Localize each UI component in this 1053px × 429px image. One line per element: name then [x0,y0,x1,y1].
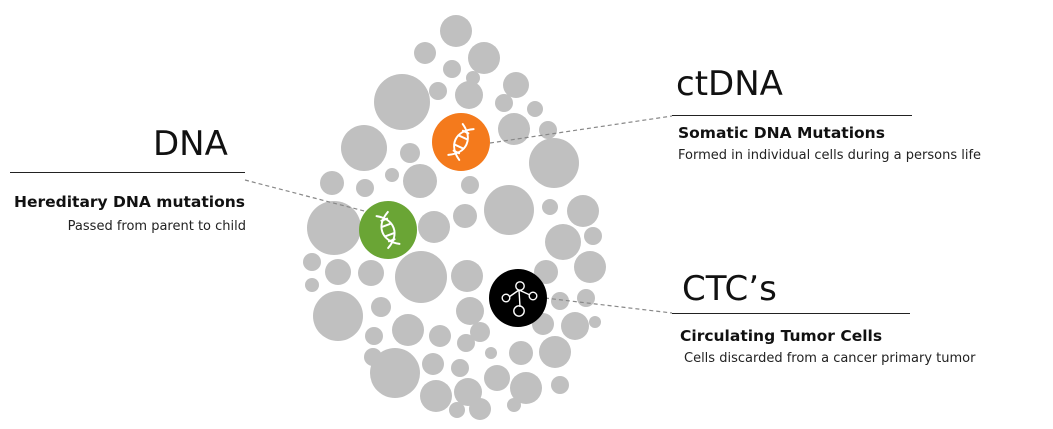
blood-cell [542,199,558,215]
dna-helix-icon [447,123,475,161]
dna-helix-icon [375,210,401,250]
blood-cell [551,292,569,310]
ctdna-title: ctDNA [676,64,783,104]
ctdna-description: Formed in individual cells during a pers… [678,148,982,163]
blood-cell [307,201,361,255]
blood-cell [469,398,491,420]
dna-subtitle: Hereditary DNA mutations [14,193,245,211]
blood-cell [371,297,391,317]
blood-cell [400,143,420,163]
ctdna-marker [432,113,490,171]
dna-title: DNA [153,124,228,164]
ctc-subtitle: Circulating Tumor Cells [680,327,883,345]
blood-cell [453,204,477,228]
blood-cell [365,327,383,345]
dna-marker [359,201,417,259]
blood-cell [392,314,424,346]
cell-cluster-icon [501,281,538,317]
blood-cell [539,121,557,139]
blood-cell [449,402,465,418]
blood-cell [320,171,344,195]
blood-cell [395,251,447,303]
blood-cell [498,113,530,145]
blood-cell [574,251,606,283]
blood-cell [303,253,321,271]
blood-cell [457,334,475,352]
blood-cell [503,72,529,98]
blood-cell [443,60,461,78]
blood-cell [422,353,444,375]
blood-cell [470,322,490,342]
blood-cell [468,42,500,74]
blood-cell [495,94,513,112]
blood-cell [589,316,601,328]
blood-cell [451,260,483,292]
blood-cell [440,15,472,47]
ctc-leader-line [544,297,673,314]
blood-cell [461,176,479,194]
blood-cell [341,125,387,171]
blood-cell [454,378,482,406]
blood-cell [455,81,483,109]
blood-cell [484,185,534,235]
blood-cell [539,336,571,368]
ctc-description: Cells discarded from a cancer primary tu… [684,351,976,366]
blood-cell [584,227,602,245]
ctc-marker [489,269,547,327]
blood-cell [370,348,420,398]
blood-cell [527,101,543,117]
blood-cells [303,15,606,420]
ctc-title: CTC’s [682,269,777,309]
blood-cell [420,380,452,412]
blood-cell [358,260,384,286]
blood-cell [545,224,581,260]
dna-description: Passed from parent to child [67,219,246,234]
blood-cell [451,359,469,377]
blood-cell [510,372,542,404]
blood-cell [414,42,436,64]
blood-cell [364,348,382,366]
blood-cell [429,325,451,347]
blood-cell [403,164,437,198]
blood-cell [484,365,510,391]
dna-rule [10,172,245,173]
blood-cell [374,74,430,130]
blood-cell [507,398,521,412]
blood-cell [485,347,497,359]
blood-cell [567,195,599,227]
blood-cell [577,289,595,307]
ctdna-leader-line [489,115,673,144]
ctc-rule [672,313,910,314]
dna-leader-line [244,179,369,213]
blood-cell [385,168,399,182]
blood-cell [313,291,363,341]
blood-cell [561,312,589,340]
blood-cell [325,259,351,285]
blood-cell [305,278,319,292]
blood-cell [456,297,484,325]
ctdna-rule [672,115,912,116]
blood-cell [529,138,579,188]
blood-cell [356,179,374,197]
ctdna-subtitle: Somatic DNA Mutations [678,124,885,142]
blood-cell [509,341,533,365]
blood-cell [429,82,447,100]
blood-cell [551,376,569,394]
blood-cell [534,260,558,284]
blood-cell [418,211,450,243]
